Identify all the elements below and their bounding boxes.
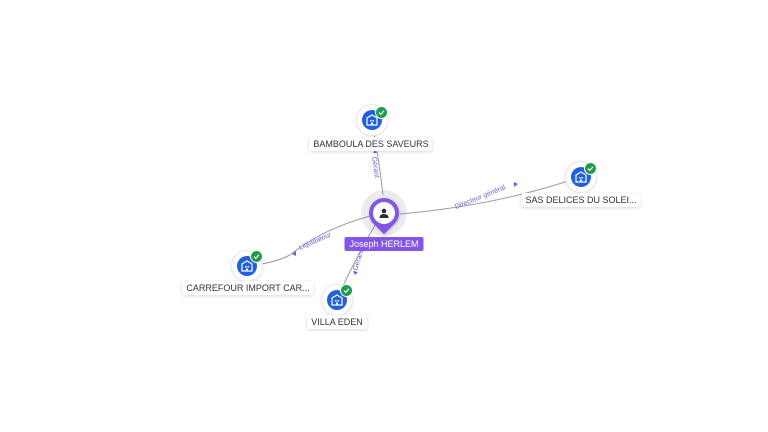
edge-label-sas-delices: Directeur général [454,184,507,211]
company-label[interactable]: CARREFOUR IMPORT CAR... [182,281,314,295]
verified-check-icon [340,284,353,297]
verified-check-icon [250,250,263,263]
building-icon [241,260,253,272]
verified-check-icon [375,106,388,119]
arrow-icon [292,251,296,256]
arrow-icon [353,271,358,275]
building-icon [331,294,343,306]
arrow-icon [373,150,377,153]
building-icon [366,114,378,126]
building-icon [575,171,587,183]
company-label[interactable]: BAMBOULA DES SAVEURS [309,137,433,151]
edge-label-bamboula: Gérant [370,156,380,178]
company-label[interactable]: VILLA EDEN [307,315,367,329]
company-label[interactable]: SAS DELICES DU SOLEI... [521,193,641,207]
verified-check-icon [584,162,597,175]
person-icon [379,208,389,218]
person-label[interactable]: Joseph HERLEM [344,237,424,251]
edge-label-carrefour: Liquidateur [298,231,333,252]
edge-label-villa-eden: Gérant [352,249,365,272]
arrow-icon [514,182,518,187]
person-avatar[interactable] [373,202,395,224]
